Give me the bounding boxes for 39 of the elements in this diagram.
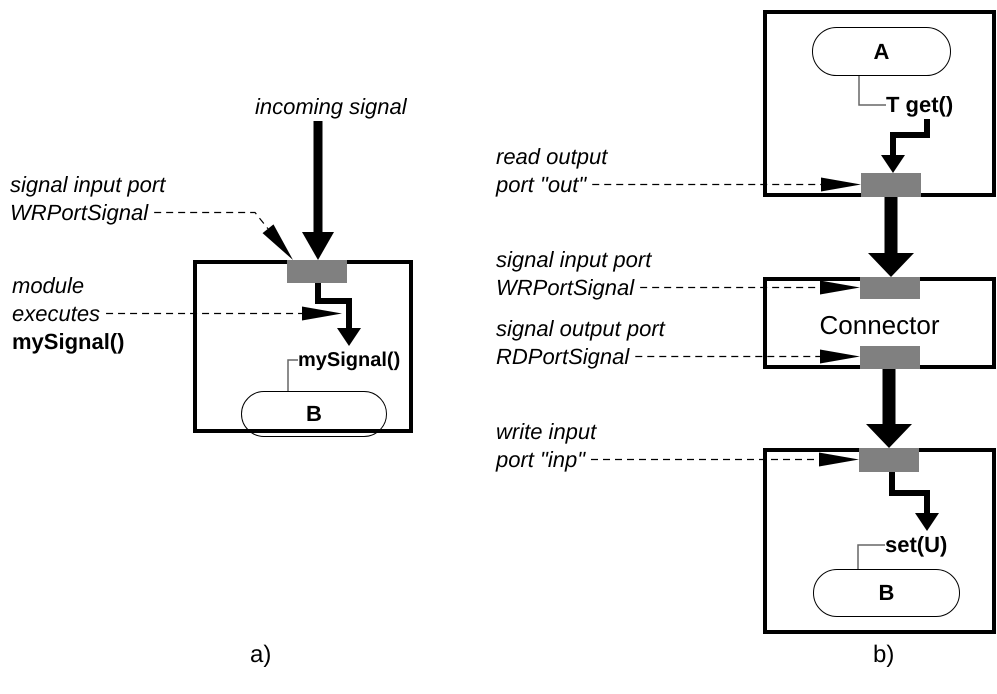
module-box (763, 10, 996, 197)
panel-label: b) (873, 641, 894, 669)
leader-arrow (640, 280, 860, 294)
module-box (763, 277, 996, 369)
port-bar (861, 173, 921, 197)
leader-arrow (154, 212, 293, 260)
annotation-label: read output port "out" (496, 143, 641, 199)
port-bar (860, 277, 920, 299)
module-box (763, 448, 996, 634)
signal-arrow (889, 472, 939, 531)
object-pill: B (241, 391, 387, 437)
port-bar (287, 260, 347, 283)
leader-line (287, 359, 298, 391)
box-title: Connector (820, 310, 940, 340)
leader-arrow (591, 452, 859, 466)
method-label: T get() (886, 91, 954, 119)
annotation-label: signal input port WRPortSignal (496, 246, 681, 302)
method-label: set(U) (885, 531, 948, 559)
object-pill: A (812, 27, 951, 76)
method-label: mySignal() (298, 346, 400, 374)
leader-line (857, 544, 885, 569)
annotation-label: signal input port WRPortSignal (10, 171, 185, 227)
signal-label: incoming signal (255, 93, 407, 121)
leader-arrow (106, 306, 342, 320)
leader-line (858, 76, 886, 106)
method-label: mySignal() (12, 328, 126, 356)
object-pill: B (813, 569, 960, 617)
port-bar (860, 346, 920, 369)
signal-arrow (868, 197, 914, 277)
leader-arrow (635, 350, 860, 364)
signal-arrow (881, 119, 930, 173)
panel-label: a) (250, 641, 272, 669)
annotation-label: signal output port RDPortSignal (496, 315, 696, 371)
port-bar (859, 448, 919, 472)
annotation-label: write input port "inp" (496, 418, 636, 474)
signal-arrow (315, 283, 361, 346)
signal-arrow (866, 369, 912, 448)
signal-arrow (302, 121, 334, 260)
leader-arrow (592, 178, 861, 192)
